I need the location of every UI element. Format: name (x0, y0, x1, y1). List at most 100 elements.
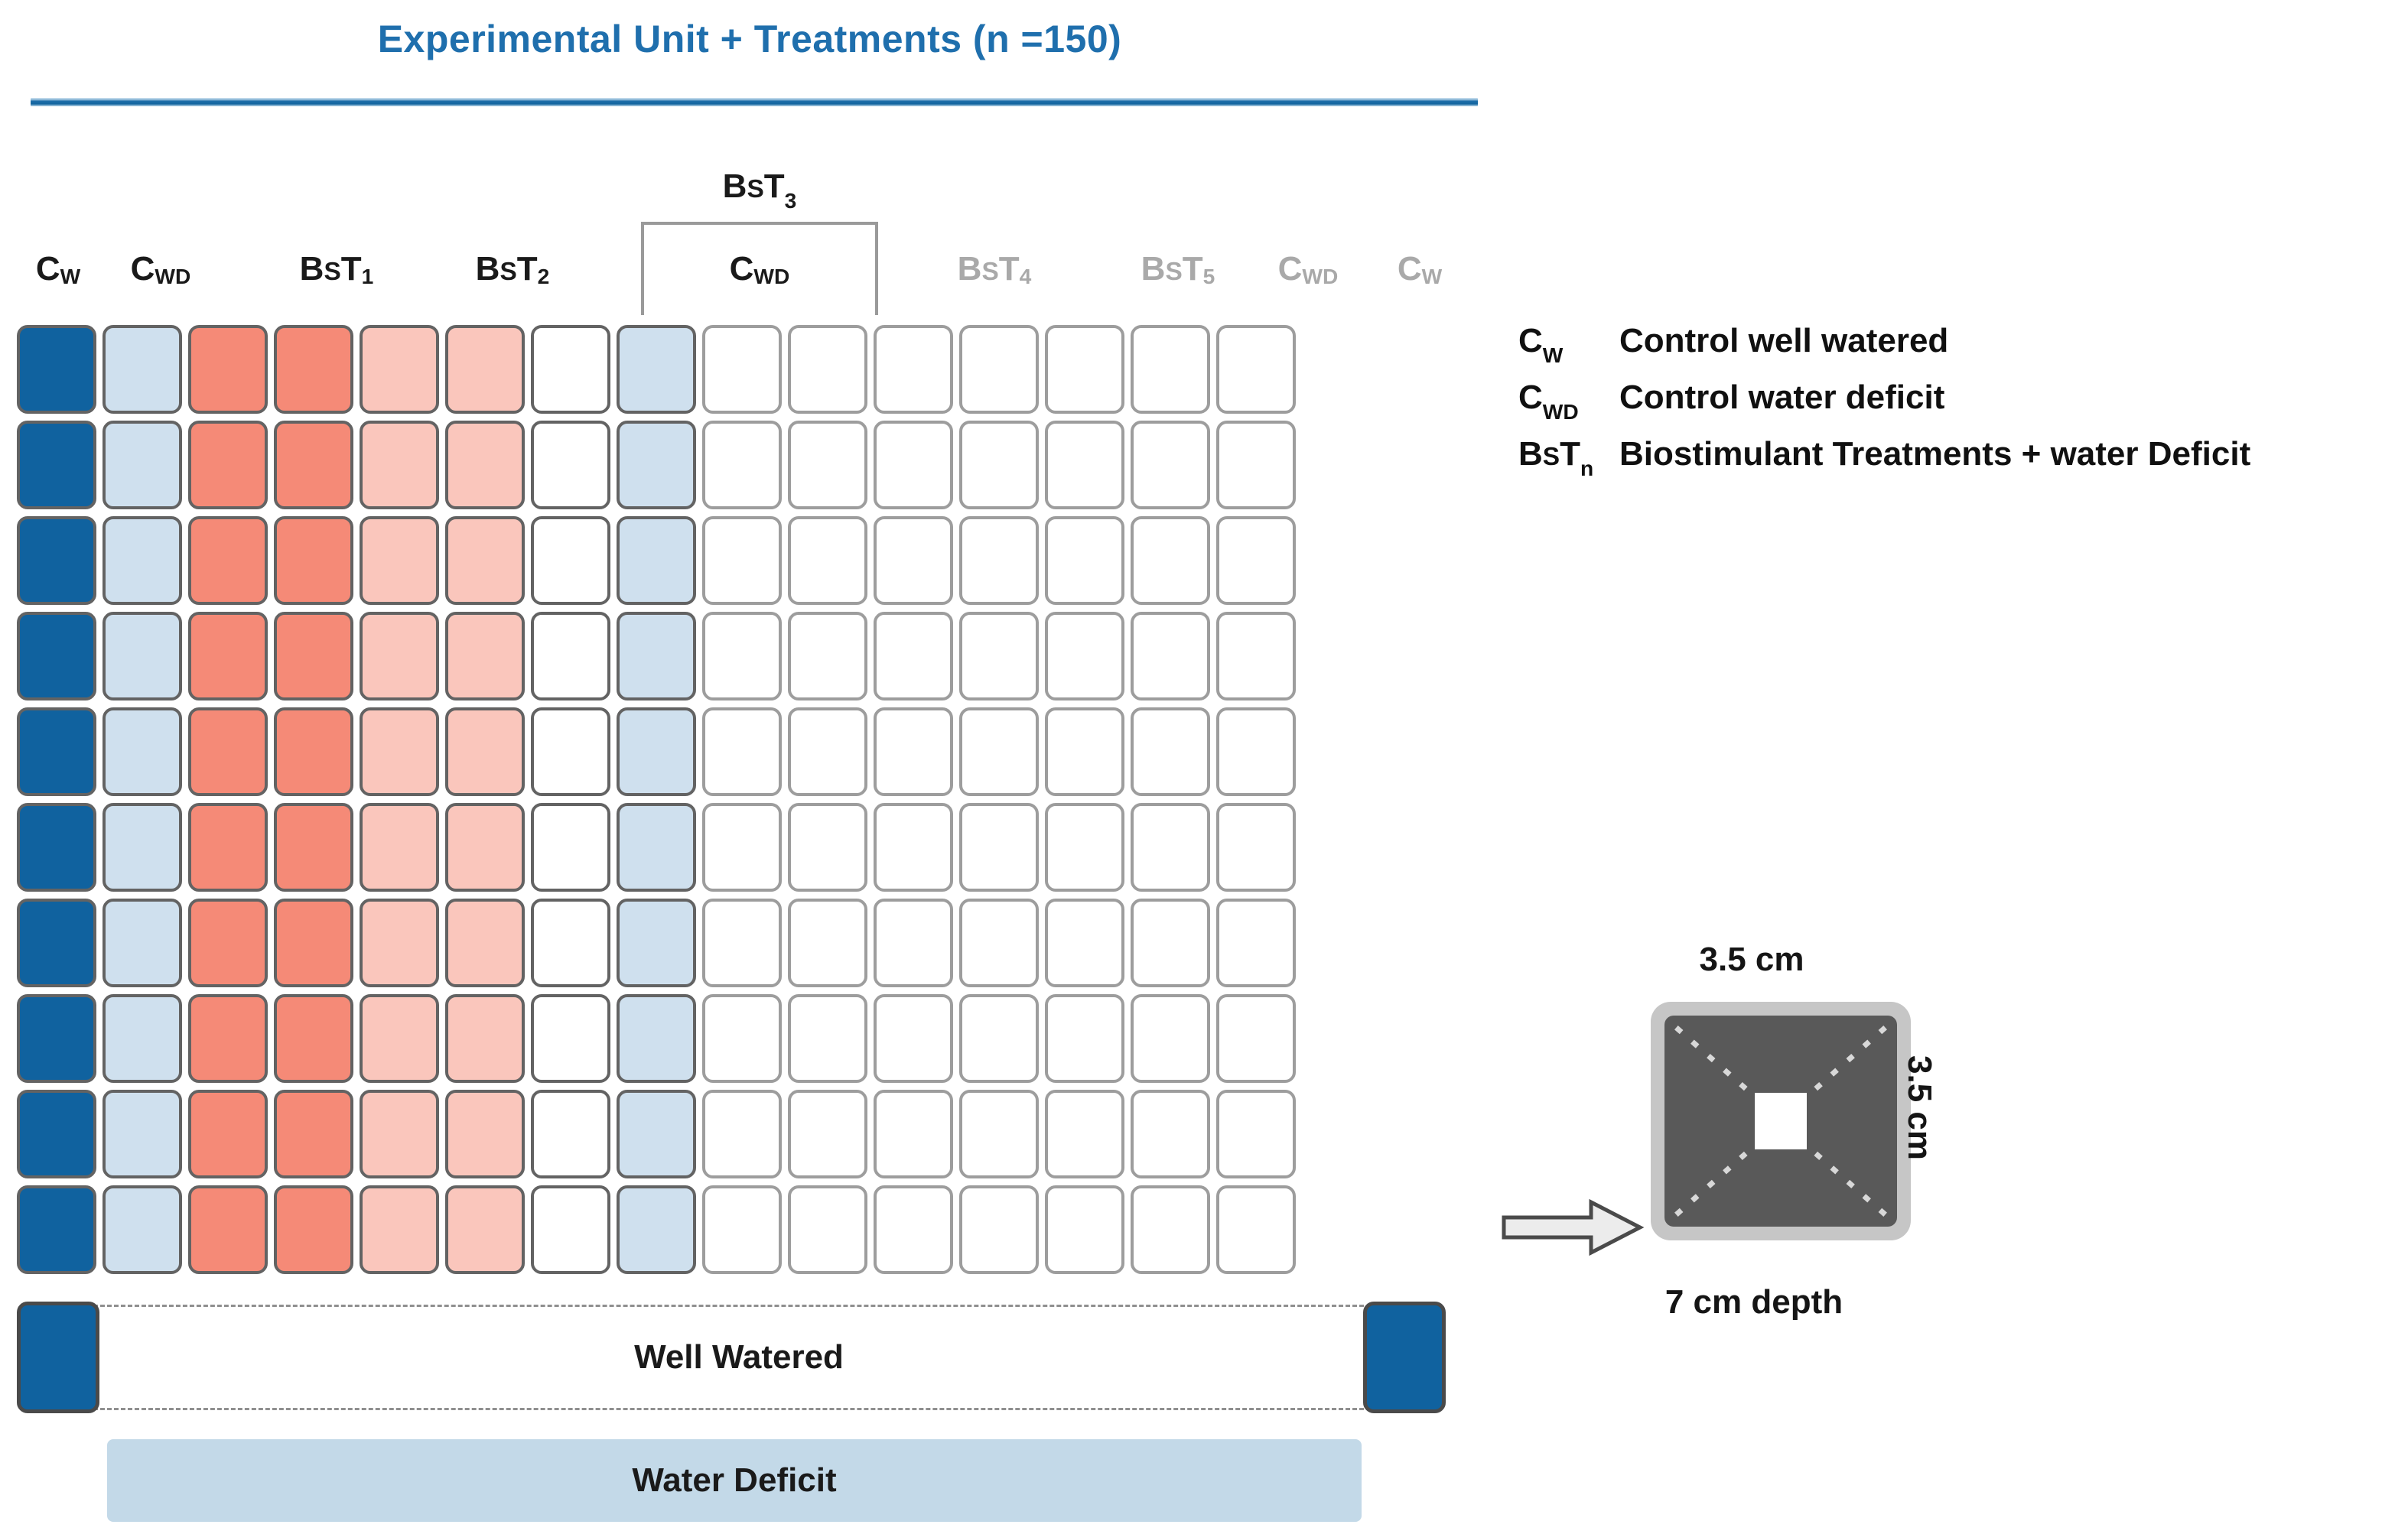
grid-cell[interactable] (702, 1090, 782, 1178)
grid-cell[interactable] (1131, 899, 1210, 987)
grid-cell[interactable] (445, 421, 525, 509)
grid-cell[interactable] (531, 612, 610, 700)
grid-cell[interactable] (959, 1090, 1039, 1178)
grid-cell[interactable] (959, 421, 1039, 509)
grid-cell[interactable] (874, 421, 953, 509)
grid-cell[interactable] (17, 421, 96, 509)
grid-cell[interactable] (1131, 516, 1210, 605)
grid-cell[interactable] (874, 516, 953, 605)
grid-cell[interactable] (17, 899, 96, 987)
grid-cell[interactable] (17, 994, 96, 1083)
grid-cell[interactable] (702, 994, 782, 1083)
grid-cell[interactable] (702, 707, 782, 796)
grid-cell[interactable] (702, 421, 782, 509)
grid-cell[interactable] (1131, 994, 1210, 1083)
grid-cell[interactable] (103, 516, 182, 605)
grid-cell[interactable] (360, 994, 439, 1083)
grid-cell[interactable] (788, 1090, 867, 1178)
grid-cell[interactable] (17, 612, 96, 700)
grid-cell[interactable] (531, 707, 610, 796)
grid-cell[interactable] (1131, 1090, 1210, 1178)
grid-cell[interactable] (874, 1185, 953, 1274)
grid-cell[interactable] (103, 707, 182, 796)
grid-cell[interactable] (188, 421, 268, 509)
grid-cell[interactable] (788, 421, 867, 509)
grid-cell[interactable] (1045, 899, 1124, 987)
grid-cell[interactable] (445, 612, 525, 700)
grid-cell[interactable] (274, 994, 353, 1083)
grid-cell[interactable] (445, 899, 525, 987)
grid-cell[interactable] (702, 899, 782, 987)
grid-cell[interactable] (1045, 994, 1124, 1083)
grid-cell[interactable] (788, 1185, 867, 1274)
grid-cell[interactable] (103, 994, 182, 1083)
grid-cell[interactable] (788, 325, 867, 414)
grid-cell[interactable] (274, 1185, 353, 1274)
grid-cell[interactable] (959, 899, 1039, 987)
grid-cell[interactable] (103, 612, 182, 700)
grid-cell[interactable] (274, 421, 353, 509)
grid-cell[interactable] (874, 994, 953, 1083)
grid-cell[interactable] (360, 421, 439, 509)
grid-cell[interactable] (702, 516, 782, 605)
grid-cell[interactable] (1045, 707, 1124, 796)
grid-cell[interactable] (959, 612, 1039, 700)
grid-cell[interactable] (531, 516, 610, 605)
grid-cell[interactable] (1045, 1090, 1124, 1178)
grid-cell[interactable] (445, 516, 525, 605)
grid-cell[interactable] (17, 707, 96, 796)
grid-cell[interactable] (274, 325, 353, 414)
grid-cell[interactable] (531, 325, 610, 414)
grid-cell[interactable] (959, 803, 1039, 892)
grid-cell[interactable] (274, 803, 353, 892)
grid-cell[interactable] (17, 803, 96, 892)
grid-cell[interactable] (360, 899, 439, 987)
grid-cell[interactable] (445, 803, 525, 892)
grid-cell[interactable] (445, 994, 525, 1083)
grid-cell[interactable] (617, 1185, 696, 1274)
grid-cell[interactable] (874, 1090, 953, 1178)
grid-cell[interactable] (874, 899, 953, 987)
grid-cell[interactable] (531, 1090, 610, 1178)
grid-cell[interactable] (531, 1185, 610, 1274)
grid-cell[interactable] (617, 707, 696, 796)
grid-cell[interactable] (788, 516, 867, 605)
grid-cell[interactable] (1216, 325, 1296, 414)
grid-cell[interactable] (617, 1090, 696, 1178)
grid-cell[interactable] (617, 899, 696, 987)
grid-cell[interactable] (1045, 803, 1124, 892)
grid-cell[interactable] (959, 994, 1039, 1083)
grid-cell[interactable] (874, 325, 953, 414)
grid-cell[interactable] (103, 803, 182, 892)
grid-cell[interactable] (1216, 612, 1296, 700)
grid-cell[interactable] (959, 325, 1039, 414)
grid-cell[interactable] (1131, 707, 1210, 796)
grid-cell[interactable] (445, 1090, 525, 1178)
grid-cell[interactable] (17, 1185, 96, 1274)
grid-cell[interactable] (188, 994, 268, 1083)
grid-cell[interactable] (445, 707, 525, 796)
grid-cell[interactable] (1216, 994, 1296, 1083)
grid-cell[interactable] (1045, 612, 1124, 700)
grid-cell[interactable] (274, 612, 353, 700)
grid-cell[interactable] (274, 707, 353, 796)
grid-cell[interactable] (1131, 1185, 1210, 1274)
grid-cell[interactable] (360, 1090, 439, 1178)
grid-cell[interactable] (788, 707, 867, 796)
grid-cell[interactable] (1045, 421, 1124, 509)
grid-cell[interactable] (188, 803, 268, 892)
grid-cell[interactable] (188, 325, 268, 414)
grid-cell[interactable] (531, 899, 610, 987)
grid-cell[interactable] (959, 707, 1039, 796)
grid-cell[interactable] (1216, 516, 1296, 605)
grid-cell[interactable] (17, 1090, 96, 1178)
grid-cell[interactable] (874, 803, 953, 892)
grid-cell[interactable] (959, 516, 1039, 605)
grid-cell[interactable] (874, 612, 953, 700)
grid-cell[interactable] (274, 1090, 353, 1178)
grid-cell[interactable] (874, 707, 953, 796)
grid-cell[interactable] (188, 516, 268, 605)
grid-cell[interactable] (17, 516, 96, 605)
grid-cell[interactable] (531, 803, 610, 892)
grid-cell[interactable] (445, 1185, 525, 1274)
